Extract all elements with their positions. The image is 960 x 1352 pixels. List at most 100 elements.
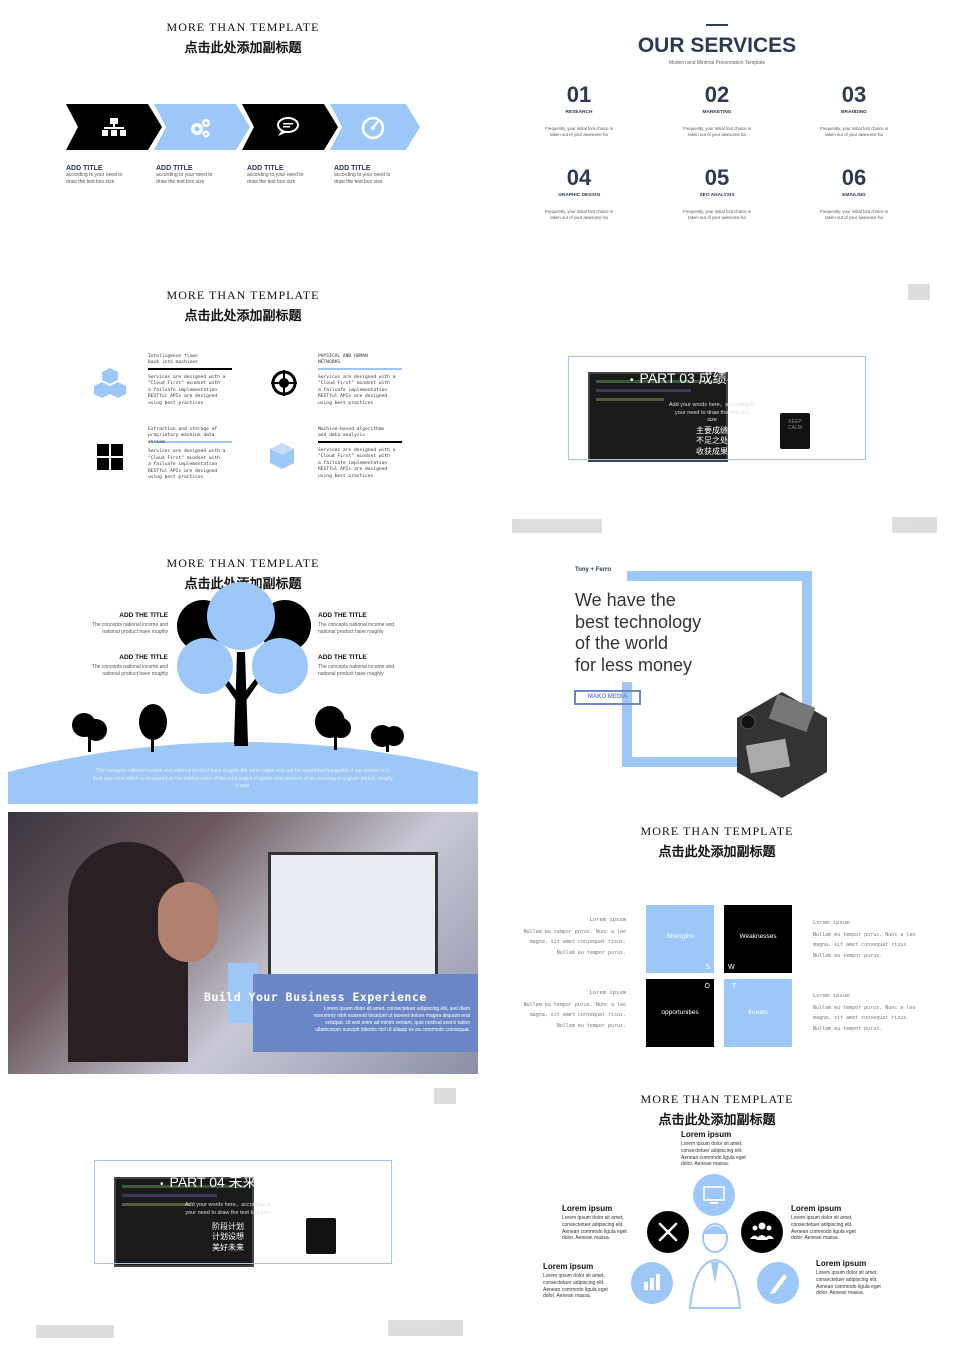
- arrow-left-icon[interactable]: ⟵: [56, 1202, 79, 1219]
- part-item: 计划设想: [212, 1232, 244, 1242]
- block-line: Aenean commodo ligula eget: [791, 1228, 856, 1235]
- step-title: ADD TITLE: [66, 165, 103, 172]
- block-line: dolor. Aenean massa.: [791, 1235, 840, 1242]
- part-items: 主要成绩 不足之处 收获成果: [672, 426, 752, 457]
- hill: [8, 742, 478, 804]
- service-label: RESEARCH: [565, 110, 593, 115]
- service-desc: taken out of your awesome ha: [550, 215, 608, 221]
- block-heading: back into machines: [148, 360, 198, 366]
- block-body: "Cloud First" mindset with: [318, 454, 390, 460]
- mug: [306, 1218, 336, 1254]
- slide-6-tech: Tony + Ferro We have the best technology…: [482, 542, 952, 804]
- grid-icon: [97, 444, 123, 470]
- item-desc: The concepts national income and: [318, 664, 395, 670]
- laptop-photo: [44, 1102, 442, 1324]
- header-en: MORE THAN TEMPLATE: [640, 824, 794, 838]
- block-body: a failsafe implementation: [148, 462, 218, 468]
- service-desc: Frequently, your initial font choice is: [683, 209, 751, 214]
- step-desc-1: according to your need to: [156, 172, 213, 178]
- block-rule: [148, 441, 232, 443]
- block-line: Aenean commodo ligula eget: [681, 1154, 746, 1161]
- services-title: OUR SERVICES: [637, 34, 797, 57]
- block-line: Aenean commodo ligula eget: [562, 1228, 627, 1235]
- header-en: MORE THAN TEMPLATE: [166, 20, 320, 34]
- block-line: consectetuer adipiscing elit.: [681, 1147, 743, 1154]
- desc-line: Lorem ipsum dolor sit amet, consectetuer…: [323, 1006, 470, 1012]
- block-line: dolor. Aenean massa.: [681, 1161, 730, 1168]
- laptop-screen: [588, 372, 728, 462]
- item-title: ADD THE TITLE: [318, 612, 367, 619]
- slide-header: MORE THAN TEMPLATE 点击此处添加副标题: [8, 20, 478, 56]
- arrow-right-icon[interactable]: ⟶: [878, 400, 901, 417]
- people-left-block-2: Lorem ipsum Lorem ipsum dolor sit amet, …: [543, 1262, 643, 1300]
- block-body: RESTful APIs are designed: [318, 467, 388, 473]
- mug: KEEP CALM: [780, 413, 810, 449]
- block-title: Lorem ipsum: [813, 920, 850, 926]
- step-item-2: ADD TITLE according to your need to draw…: [156, 165, 241, 186]
- feature-block-1: Intelligence flows back into machines Se…: [148, 354, 238, 407]
- part-item: 美好未来: [212, 1242, 244, 1252]
- slide-header: MORE THAN TEMPLATE 点击此处添加副标题: [482, 824, 952, 860]
- item-desc: national product have roughly: [318, 670, 384, 677]
- desc-line: nonummy nibh euismod tincidunt ut laoree…: [313, 1013, 470, 1019]
- item-desc: national product have roughly: [318, 628, 384, 635]
- item-desc: The concepts national income and: [318, 622, 395, 628]
- block-line: consectetuer adipiscing elit.: [791, 1221, 853, 1228]
- arrow-step-4: [330, 104, 420, 150]
- slide-4-part03: KEEP CALM •PART 03 成绩与不足 Add your words …: [482, 274, 952, 536]
- corner-decor: [892, 517, 937, 533]
- arrow-left-icon[interactable]: ⟵: [530, 400, 553, 417]
- block-line: Nullam eu tempor purus.: [813, 1025, 883, 1032]
- desc-line: Add your words here，according to: [668, 402, 756, 408]
- headline-line: of the world: [575, 633, 669, 654]
- block-heading: NETWORKS: [318, 360, 341, 366]
- block-title: Lorem ipsum: [562, 1204, 613, 1213]
- people-left-block-1: Lorem ipsum Lorem ipsum dolor sit amet, …: [562, 1204, 662, 1242]
- service-number: 01: [566, 82, 592, 107]
- block-line: dolor. Aenean massa.: [816, 1290, 865, 1297]
- swot-label: threats: [748, 1009, 768, 1016]
- block-line: Nullam eu tempor purus.: [556, 1022, 626, 1029]
- swot-right-block-1: Lorem ipsum Nullam eu tempor purus. Nunc…: [813, 918, 947, 961]
- swot-left-block-1: Lorem ipsum Nullam eu tempor purus. Nunc…: [492, 915, 626, 958]
- feature-icons: [94, 368, 402, 470]
- block-line: magna, sit amet consequat risus.: [529, 939, 626, 946]
- block-heading: stream: [148, 439, 165, 445]
- desc-line: size: [707, 417, 717, 424]
- swot-left-block-2: Lorem ipsum Nullam eu tempor purus. Nunc…: [492, 988, 626, 1031]
- arrow-right-icon[interactable]: ⟶: [404, 1202, 427, 1219]
- block-heading: Machine-based algorithms: [318, 427, 385, 432]
- block-line: dolor. Aenean massa.: [562, 1235, 611, 1242]
- block-body: RESTful APIs are designed: [318, 394, 388, 400]
- slide-10-people: MORE THAN TEMPLATE 点击此处添加副标题: [482, 1078, 952, 1348]
- part-frame: [94, 1160, 392, 1264]
- swot-weaknesses: Weaknesses W: [724, 905, 792, 973]
- author: Tony + Ferro: [575, 567, 612, 573]
- headline-line: for less money: [575, 654, 693, 675]
- slide-2-services: OUR SERVICES Modern and Minimal Presenta…: [482, 6, 952, 268]
- service-label: BRANDING: [841, 110, 867, 115]
- monitor-icon: [703, 1186, 725, 1204]
- block-title: Lorem ipsum: [813, 993, 850, 999]
- swot-label: opportunities: [661, 1009, 699, 1016]
- service-desc: Frequently, your initial font choice is: [820, 126, 888, 131]
- caption-line: a year.: [235, 783, 251, 789]
- desc-line: ullamcorper suscipit lobortis nisl ut al…: [315, 1027, 470, 1033]
- block-title: Lorem ipsum: [681, 1130, 732, 1139]
- part-title: PART 04 未来计划: [169, 1174, 285, 1190]
- block-heading: PHYSICAL AND HUMAN: [318, 354, 368, 359]
- newspaper-shape: [745, 738, 791, 774]
- slide-5-tree: MORE THAN TEMPLATE 点击此处添加副标题 ADD THE TIT…: [8, 542, 478, 804]
- block-rule: [318, 368, 402, 370]
- tree-item-2: ADD THE TITLE The concepts national inco…: [318, 612, 428, 636]
- service-label: EMAILING: [842, 193, 866, 198]
- block-body: using best practices: [148, 400, 204, 406]
- swot-letter: W: [728, 964, 735, 971]
- block-body: Services are designed with a: [148, 449, 226, 455]
- cubes-icon: [94, 368, 126, 398]
- block-heading: proprietary machine data: [148, 433, 215, 439]
- slide-header: MORE THAN TEMPLATE 点击此处添加副标题: [482, 1092, 952, 1128]
- block-body: a failsafe implementation: [318, 387, 388, 393]
